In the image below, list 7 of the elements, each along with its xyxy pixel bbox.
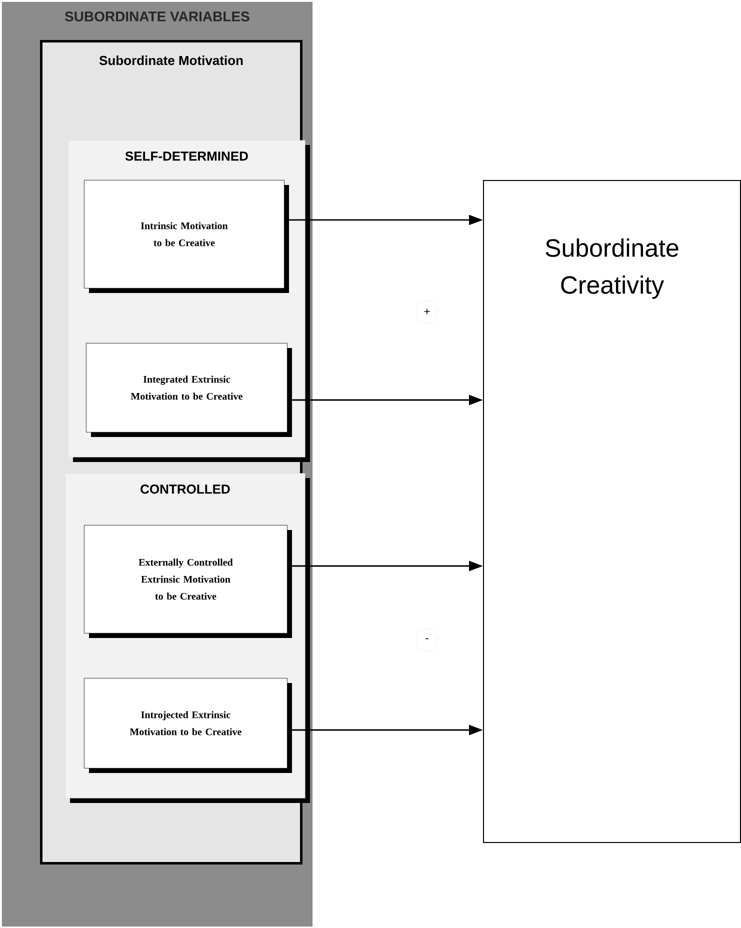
motivation-box: Externally Controlled Extrinsic Motivation to be Creative (84, 525, 292, 638)
motivation-box: Intrinsic Motivation to be Creative (84, 180, 289, 293)
sign-label: + (416, 300, 438, 324)
motivation-box: Integrated Extrinsic Motivation to be Creative (86, 343, 292, 437)
creativity-box: Subordinate Creativity (483, 180, 741, 843)
motivation-box: Introjected Extrinsic Motivation to be Creative (84, 678, 292, 773)
sign-label: - (416, 628, 438, 652)
